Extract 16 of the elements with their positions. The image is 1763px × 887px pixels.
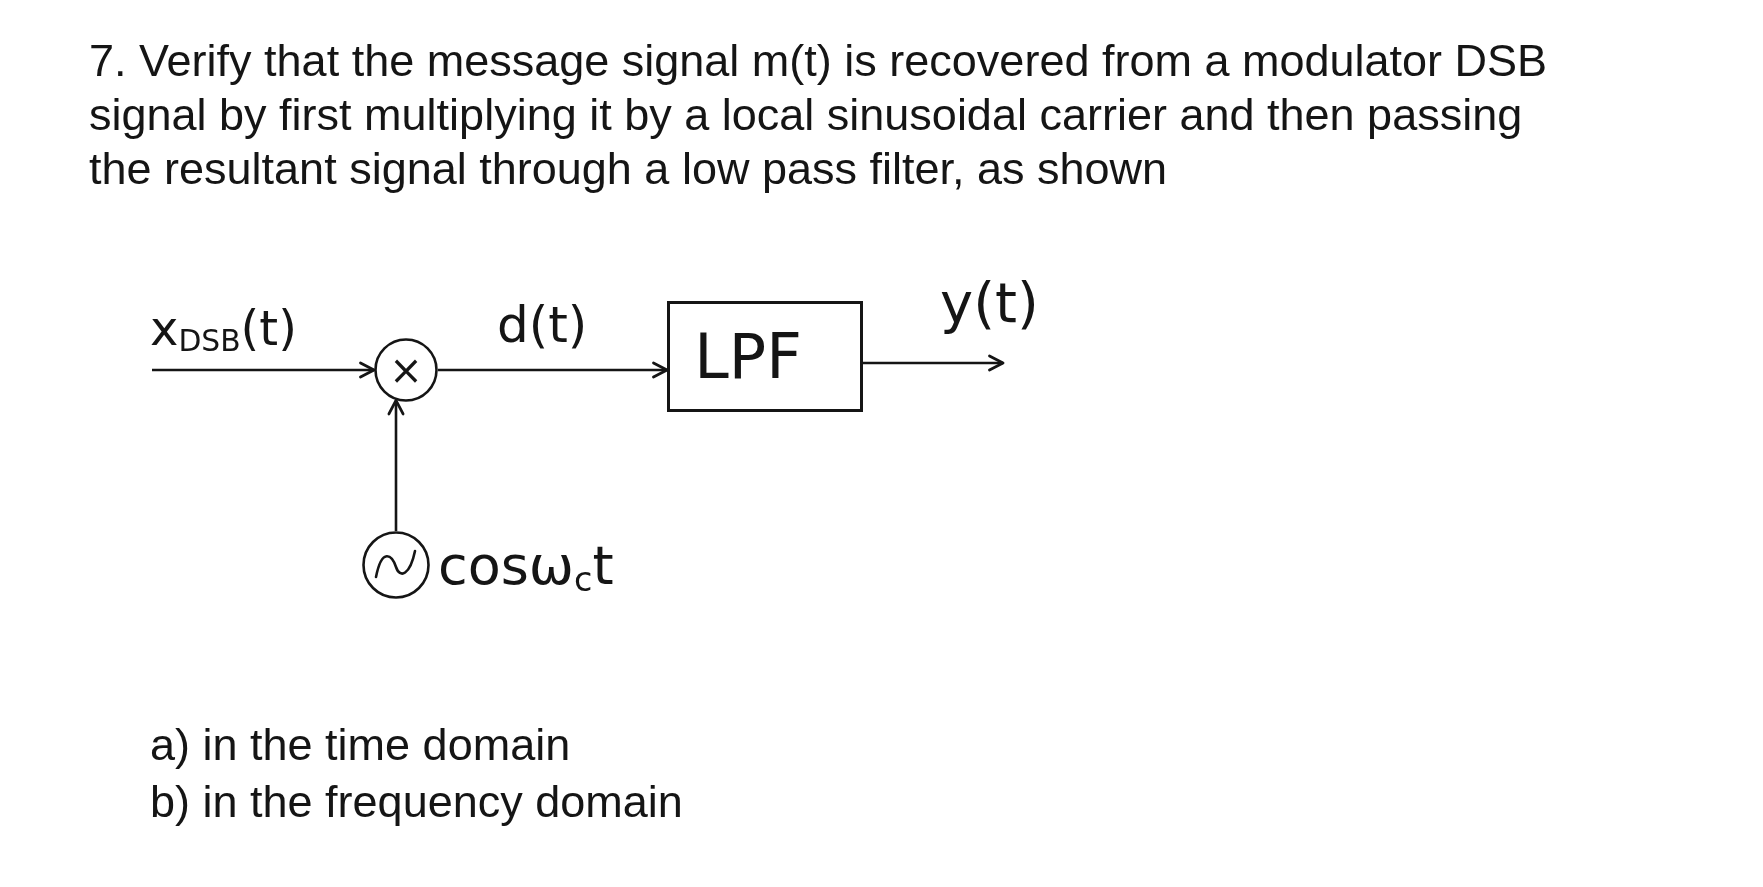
question-part-text: a) in the time domain xyxy=(150,718,571,772)
multiply-sign: × xyxy=(389,350,423,390)
signal-label: cosω$_{c}$t xyxy=(438,536,614,596)
signal-label: d(t) xyxy=(497,298,588,353)
multiplier-circle xyxy=(374,338,438,402)
arrow xyxy=(438,361,669,379)
question-part-text: b) in the frequency domain xyxy=(150,775,683,829)
oscillator-symbol xyxy=(362,531,430,599)
arrow xyxy=(863,354,1005,372)
question-text: 7. Verify that the message signal m(t) is recovered from a modulator DSB signal by first multiplying it by a local sinusoidal carrier and then passing the resultant signal through a low pass filter, as shown xyxy=(89,34,1549,196)
signal-label: x$_{DSB}$(t) xyxy=(150,302,297,355)
arrow xyxy=(152,361,376,379)
arrow xyxy=(387,399,405,531)
signal-label: y(t) xyxy=(940,272,1039,334)
filter-box xyxy=(667,301,863,412)
block-label: LPF xyxy=(694,325,802,388)
